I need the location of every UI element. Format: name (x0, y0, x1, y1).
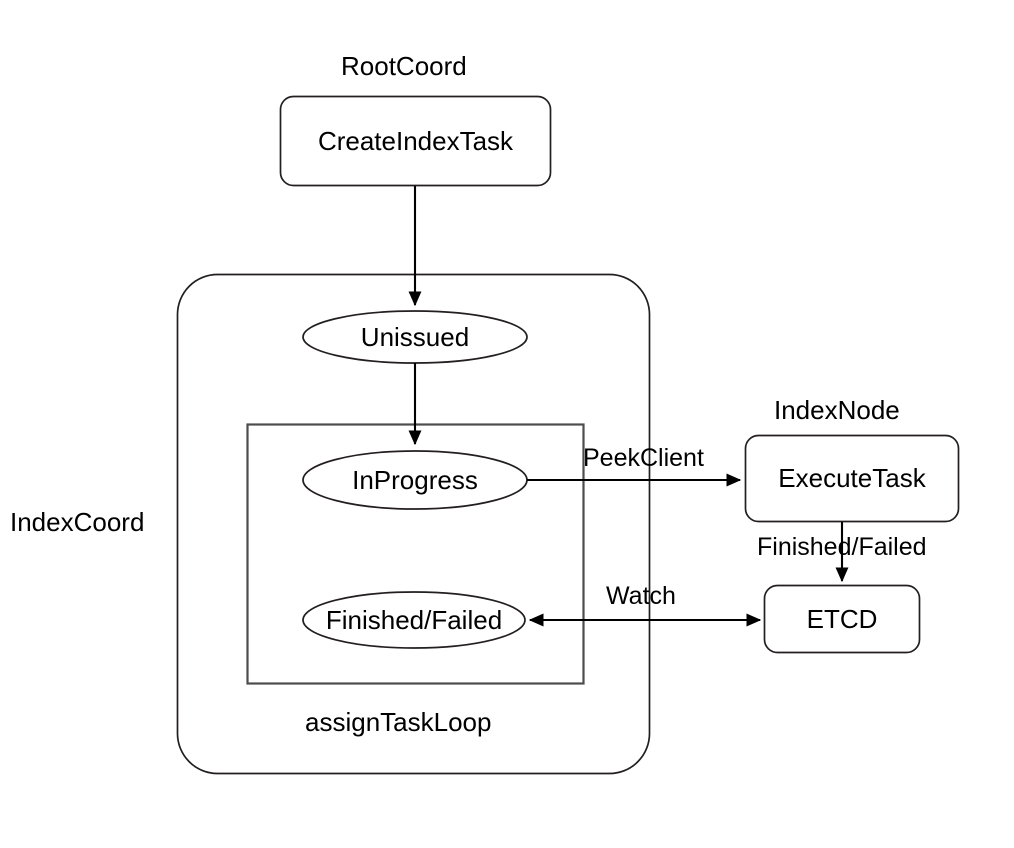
node-finished-failed-shape[interactable] (302, 591, 526, 649)
edge-label-finished-failed: Finished/Failed (757, 533, 927, 561)
node-etcd-shape[interactable] (763, 584, 921, 654)
container-label-assign-task-loop: assignTaskLoop (305, 707, 492, 737)
group-label-index-node: IndexNode (774, 395, 900, 425)
container-label-index-coord: IndexCoord (10, 507, 145, 537)
container-index-coord-shape[interactable] (176, 273, 651, 775)
group-label-root-coord: RootCoord (341, 51, 467, 81)
edge-label-peek-client: PeekClient (583, 444, 704, 472)
node-create-index-task-shape[interactable] (279, 95, 552, 187)
node-execute-task-shape[interactable] (744, 434, 960, 523)
node-in-progress-shape[interactable] (302, 450, 528, 510)
node-unissued-shape[interactable] (302, 310, 528, 364)
edge-label-watch: Watch (606, 582, 676, 610)
